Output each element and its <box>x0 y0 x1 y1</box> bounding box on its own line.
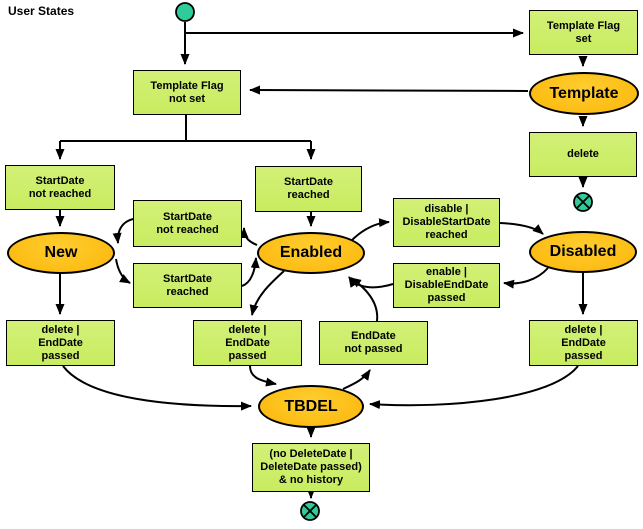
transition-box-enddate-not-passed: EndDate not passed <box>319 321 428 365</box>
state-template: Template <box>529 72 639 115</box>
transition-label: StartDate reached <box>163 272 212 298</box>
transition-box-delete-template: delete <box>529 132 637 177</box>
transition-label: delete | EndDate passed <box>561 323 606 362</box>
state-enabled: Enabled <box>257 232 365 274</box>
transition-box-delete-enddate-passed-right: delete | EndDate passed <box>529 320 638 366</box>
transition-box-disable-disablestartdate-reached: disable | DisableStartDate reached <box>393 198 500 247</box>
state-label: Enabled <box>279 244 343 261</box>
state-label: TBDEL <box>284 397 338 415</box>
start-node-icon <box>174 1 196 23</box>
diagram-title: User States <box>8 4 75 18</box>
transition-box-startdate-reached-center: StartDate reached <box>255 166 362 212</box>
transition-box-no-deletedate-no-history: (no DeleteDate | DeleteDate passed) & no… <box>252 443 370 492</box>
transition-box-template-flag-set: Template Flag set <box>529 10 638 55</box>
transition-label: delete <box>567 148 599 160</box>
transition-label: Template Flag not set <box>150 79 224 105</box>
transition-label: StartDate not reached <box>156 210 219 236</box>
transition-box-template-flag-not-set: Template Flag not set <box>133 70 241 115</box>
end-node-template-icon <box>572 191 594 213</box>
transition-label: enable | DisableEndDate passed <box>404 266 489 304</box>
transition-label: disable | DisableStartDate reached <box>402 203 491 241</box>
state-tbdel: TBDEL <box>258 385 364 428</box>
state-disabled: Disabled <box>529 231 637 273</box>
end-node-final-icon <box>299 500 321 522</box>
transition-label: Template Flag set <box>546 19 621 45</box>
transition-label: (no DeleteDate | DeleteDate passed) & no… <box>260 448 362 486</box>
transition-label: delete | EndDate passed <box>225 323 270 362</box>
state-label: Disabled <box>549 243 617 260</box>
transition-label: StartDate reached <box>284 176 333 201</box>
transition-box-delete-enddate-passed-center: delete | EndDate passed <box>193 320 302 366</box>
transition-label: EndDate not passed <box>344 330 403 355</box>
transition-label: StartDate not reached <box>28 174 92 200</box>
state-label: Template <box>549 84 619 102</box>
transition-label: delete | EndDate passed <box>38 323 83 362</box>
transition-box-startdate-not-reached-mid: StartDate not reached <box>133 200 242 247</box>
transition-box-enable-disableenddate-passed: enable | DisableEndDate passed <box>393 263 500 308</box>
transition-box-startdate-reached-mid: StartDate reached <box>133 263 242 308</box>
transition-box-startdate-not-reached-left: StartDate not reached <box>5 165 115 210</box>
state-label: New <box>44 244 78 261</box>
transition-box-delete-enddate-passed-left: delete | EndDate passed <box>6 320 115 366</box>
state-new: New <box>7 232 115 274</box>
